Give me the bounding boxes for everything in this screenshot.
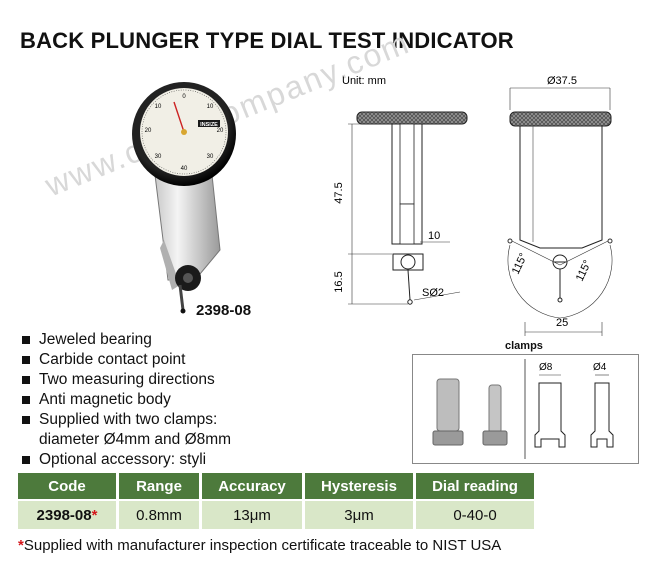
footnote: *Supplied with manufacturer inspection c…: [18, 537, 501, 554]
star-mark: *: [91, 506, 98, 524]
clamp-d4-label: Ø4: [593, 362, 607, 373]
dim-47-5: 47.5: [333, 182, 345, 203]
dim-10: 10: [428, 230, 440, 242]
dial-number: 20: [217, 128, 224, 134]
dim-diameter: Ø37.5: [547, 75, 577, 87]
feature-item: Supplied with two clamps:: [22, 410, 231, 430]
clamps-panel: Ø8 Ø4: [412, 354, 639, 464]
header-code: Code: [18, 473, 119, 500]
cell-dial-reading: 0-40-0: [414, 499, 537, 529]
brand-logo: INSIZE: [200, 122, 218, 128]
feature-item-continuation: diameter Ø4mm and Ø8mm: [39, 431, 232, 448]
dial-number: 10: [207, 104, 214, 110]
spec-table: Code Range Accuracy Hysteresis Dial read…: [18, 473, 537, 529]
product-photo: 0 10 20 30 40 10 20 30 INSIZE: [132, 82, 236, 314]
clamps-drawing: Ø8 Ø4: [432, 359, 614, 459]
cell-accuracy: 13μm: [200, 499, 305, 529]
table-row: 2398-08* 0.8mm 13μm 3μm 0-40-0: [18, 499, 537, 529]
dial-number: 0: [182, 94, 186, 100]
technical-drawing: Unit: mm 47.5 16.5 10 SØ2 Ø37.5 115° 115…: [333, 75, 613, 336]
clamps-title: clamps: [505, 340, 543, 352]
feature-list: Jeweled bearing Carbide contact point Tw…: [22, 330, 231, 470]
header-hysteresis: Hysteresis: [303, 473, 416, 500]
header-accuracy: Accuracy: [200, 473, 305, 500]
cell-hysteresis: 3μm: [303, 499, 416, 529]
feature-item: Two measuring directions: [22, 370, 231, 390]
header-range: Range: [117, 473, 202, 500]
angle-left: 115°: [510, 251, 530, 276]
footnote-star: *: [18, 537, 24, 554]
dial-number: 30: [155, 154, 162, 160]
dial-number: 30: [207, 154, 214, 160]
unit-label: Unit: mm: [342, 75, 386, 87]
cell-range: 0.8mm: [117, 499, 202, 529]
angle-right: 115°: [574, 258, 594, 283]
clamp-d8-label: Ø8: [539, 362, 553, 373]
dial-number: 20: [145, 128, 152, 134]
dim-25: 25: [556, 317, 568, 329]
code-value: 2398-08: [36, 506, 92, 524]
model-label: 2398-08: [196, 302, 252, 319]
dial-number: 10: [155, 104, 162, 110]
feature-item: Jeweled bearing: [22, 330, 231, 350]
feature-item: Carbide contact point: [22, 350, 231, 370]
feature-item: Anti magnetic body: [22, 390, 231, 410]
feature-item: Optional accessory: styli: [22, 450, 231, 470]
dial-number: 40: [181, 166, 188, 172]
header-dial-reading: Dial reading: [414, 473, 537, 500]
page-title: BACK PLUNGER TYPE DIAL TEST INDICATOR: [20, 28, 514, 53]
dim-sphere: SØ2: [422, 287, 444, 299]
footnote-text: Supplied with manufacturer inspection ce…: [23, 537, 502, 554]
cell-code: 2398-08*: [18, 499, 119, 529]
dim-16-5: 16.5: [333, 271, 345, 292]
